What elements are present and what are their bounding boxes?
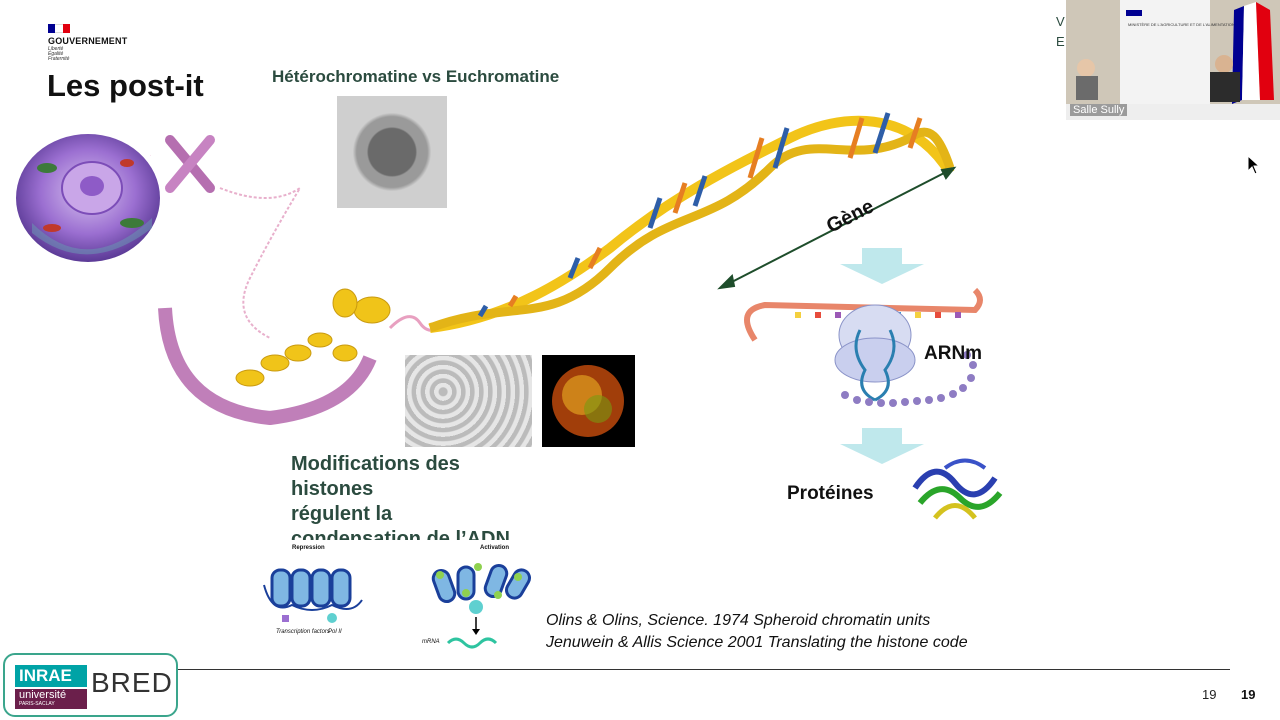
partner-logo-box: INRAE université PARIS-SACLAY BRED: [3, 653, 178, 717]
government-logo: GOUVERNEMENT Liberté Égalité Fraternité: [48, 24, 127, 62]
down-arrow-icon: [840, 248, 924, 284]
down-arrow-icon: [840, 428, 924, 464]
universite-logo: université PARIS-SACLAY: [15, 689, 87, 709]
chromosome-icon: [165, 135, 215, 193]
ribosome-illustration: [744, 287, 983, 407]
page-number: 19: [1202, 687, 1217, 702]
activation-title: Activation: [480, 545, 510, 551]
participant-name-label: Salle Sully: [1070, 104, 1128, 116]
video-participant-thumbnail[interactable]: MINISTÈRE DE L'AGRICULTURE ET DE L'ALIME…: [1066, 0, 1280, 120]
government-motto: Liberté Égalité Fraternité: [48, 46, 70, 62]
reference-1: Olins & Olins, Science. 1974 Spheroid ch…: [546, 612, 931, 629]
slide-title: Les post-it: [47, 68, 204, 103]
footer-divider: [178, 669, 1230, 670]
gene-arrow: [717, 166, 957, 290]
inrae-logo: INRAE: [15, 665, 87, 687]
repression-diagram: Repression Transcription factors Pol II: [262, 545, 372, 650]
reference-2: Jenuwein & Allis Science 2001 Translatin…: [546, 634, 968, 651]
french-flag-icon: [48, 24, 70, 33]
heterochromatin-micrograph: [337, 96, 447, 208]
fluorescence-micrograph: [542, 355, 635, 447]
ministry-text: MINISTÈRE DE L'AGRICULTURE ET DE L'ALIME…: [1128, 22, 1235, 27]
cell-illustration: [16, 134, 160, 262]
protein-label: Protéines: [787, 483, 874, 504]
government-name: GOUVERNEMENT: [48, 36, 128, 46]
mrna-label: ARNm: [924, 343, 983, 364]
pol2-label: Pol II: [328, 629, 342, 635]
transcription-factors-label: Transcription factors: [276, 629, 330, 635]
side-letters: V E: [1056, 14, 1065, 49]
mrna-small-label: mRNA: [422, 639, 440, 645]
chromatin-micrograph: [405, 355, 532, 447]
mouse-cursor-icon: [1247, 155, 1261, 175]
bred-logo: BRED: [91, 667, 173, 698]
histone-modifications-text: Modifications des histones régulent la c…: [291, 453, 510, 540]
heterochromatin-title: Hétérochromatine vs Euchromatine: [272, 67, 560, 86]
activation-diagram: Activation mRNA: [418, 545, 538, 655]
repression-title: Repression: [292, 545, 325, 551]
page-number-bold: 19: [1241, 687, 1256, 702]
protein-structure-illustration: [912, 458, 1003, 520]
references: Olins & Olins, Science. 1974 Spheroid ch…: [546, 610, 1016, 674]
dna-helix-illustration: [150, 112, 957, 426]
